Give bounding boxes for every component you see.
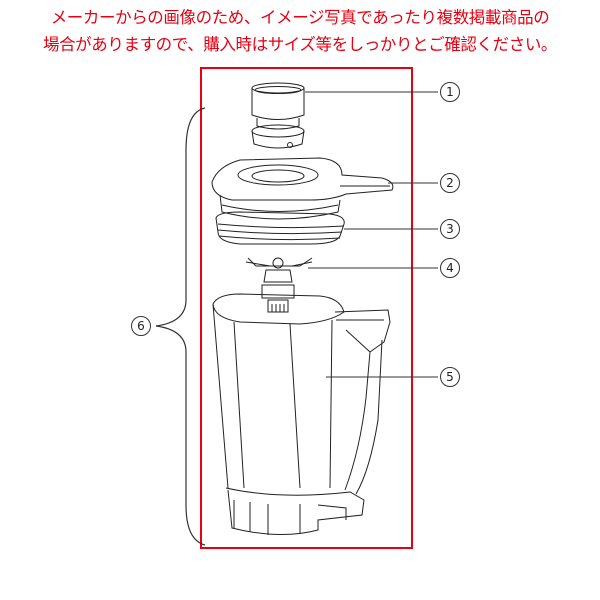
notice-text: メーカーからの画像のため、イメージ写真であったり複数掲載商品の 場合がありますの… xyxy=(0,4,600,58)
callout-5: 5 xyxy=(440,367,460,387)
callout-2: 2 xyxy=(440,173,460,193)
callout-6: 6 xyxy=(131,316,151,336)
notice-line-2: 場合がありますので、購入時はサイズ等をしっかりとご確認ください。 xyxy=(42,35,558,54)
callout-4: 4 xyxy=(440,258,460,278)
callout-1: 1 xyxy=(440,82,460,102)
leader-lines xyxy=(305,91,438,378)
highlight-box xyxy=(200,67,413,549)
part-blade xyxy=(245,257,313,313)
callout-3: 3 xyxy=(440,219,460,239)
part-gasket xyxy=(215,211,345,245)
notice-line-1: メーカーからの画像のため、イメージ写真であったり複数掲載商品の xyxy=(50,8,550,27)
part-lid xyxy=(211,157,394,220)
bracket-6 xyxy=(155,107,206,546)
part-container xyxy=(212,293,391,535)
part-cap xyxy=(251,82,305,149)
